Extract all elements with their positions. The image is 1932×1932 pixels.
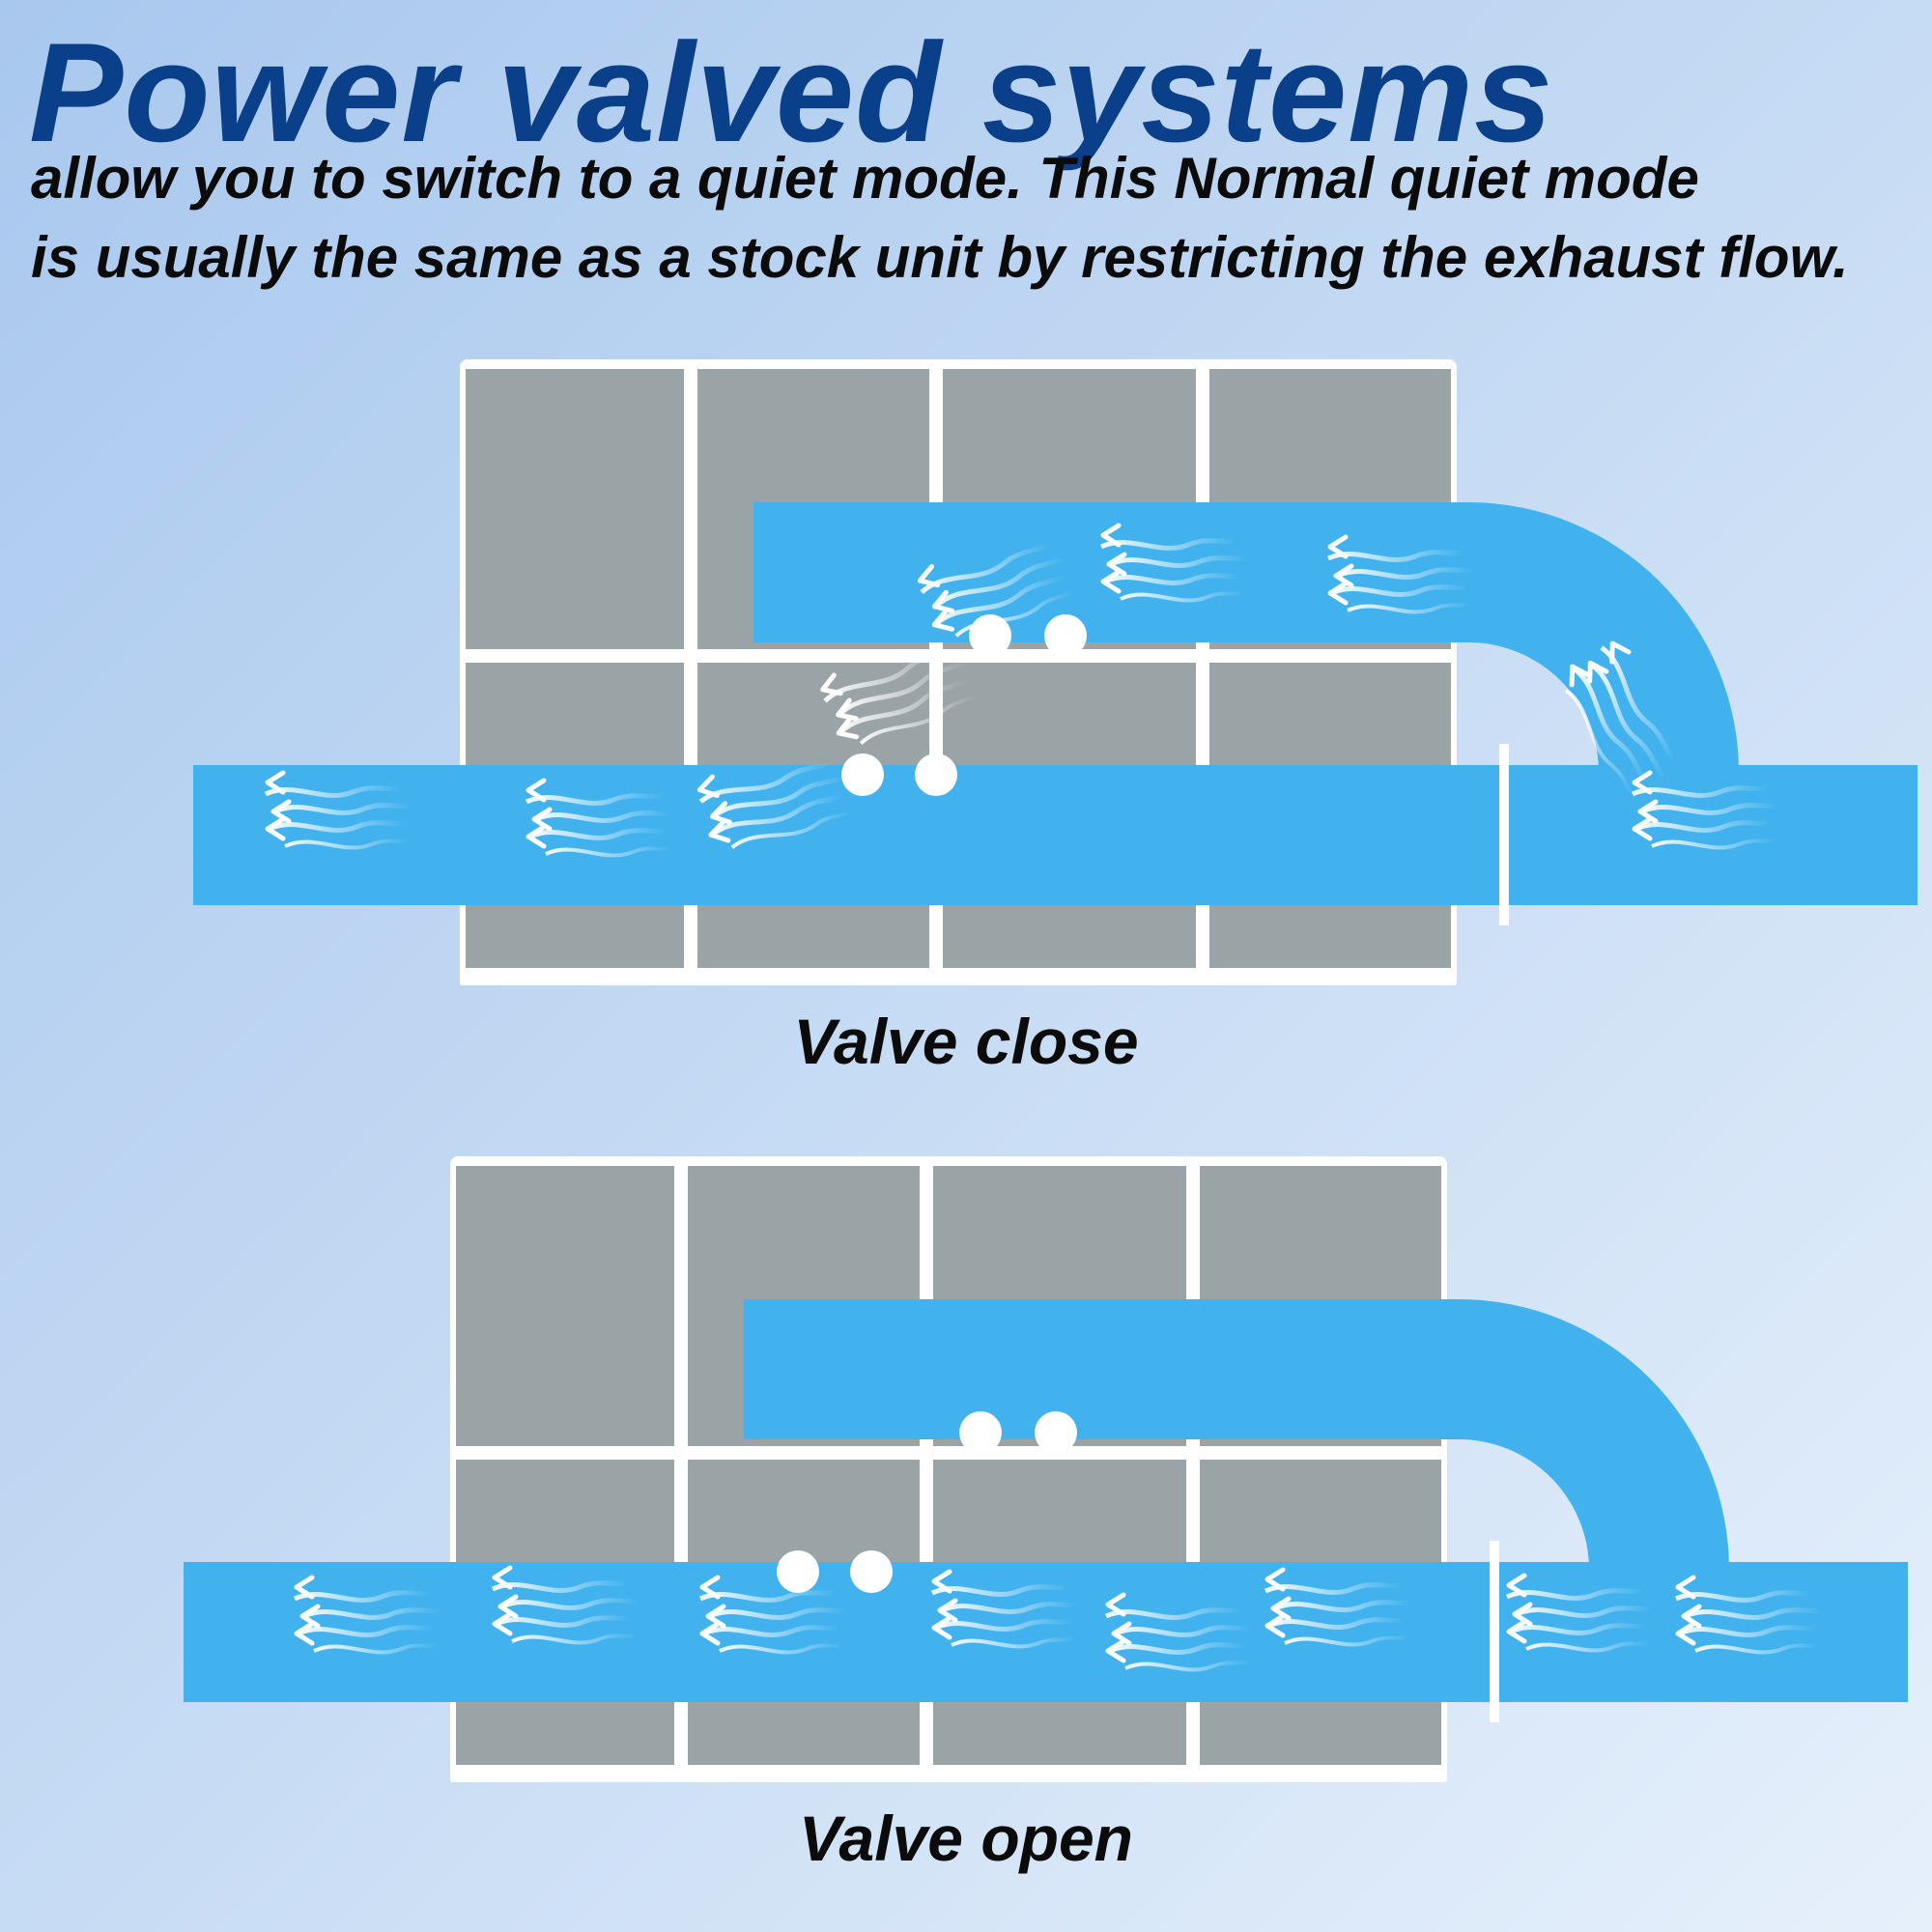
bypass-pipe [744,1299,1729,1647]
valve-closed-caption: Valve close [793,1006,1139,1077]
valve-open-icon [1490,1541,1499,1722]
valve-open-diagram [0,1145,1932,1782]
page-title: Power valved systems [29,14,1554,171]
main-exhaust-pipe [193,753,1918,905]
bypass-pipe [753,502,1739,850]
valve-closed-diagram [0,348,1932,985]
valve-closed-icon [1499,744,1509,925]
subtitle-line-1: allow you to switch to a quiet mode. Thi… [31,146,1699,211]
subtitle-line-2: is usually the same as a stock unit by r… [31,225,1849,290]
main-exhaust-pipe [184,1550,1908,1702]
valve-open-caption: Valve open [798,1803,1134,1874]
